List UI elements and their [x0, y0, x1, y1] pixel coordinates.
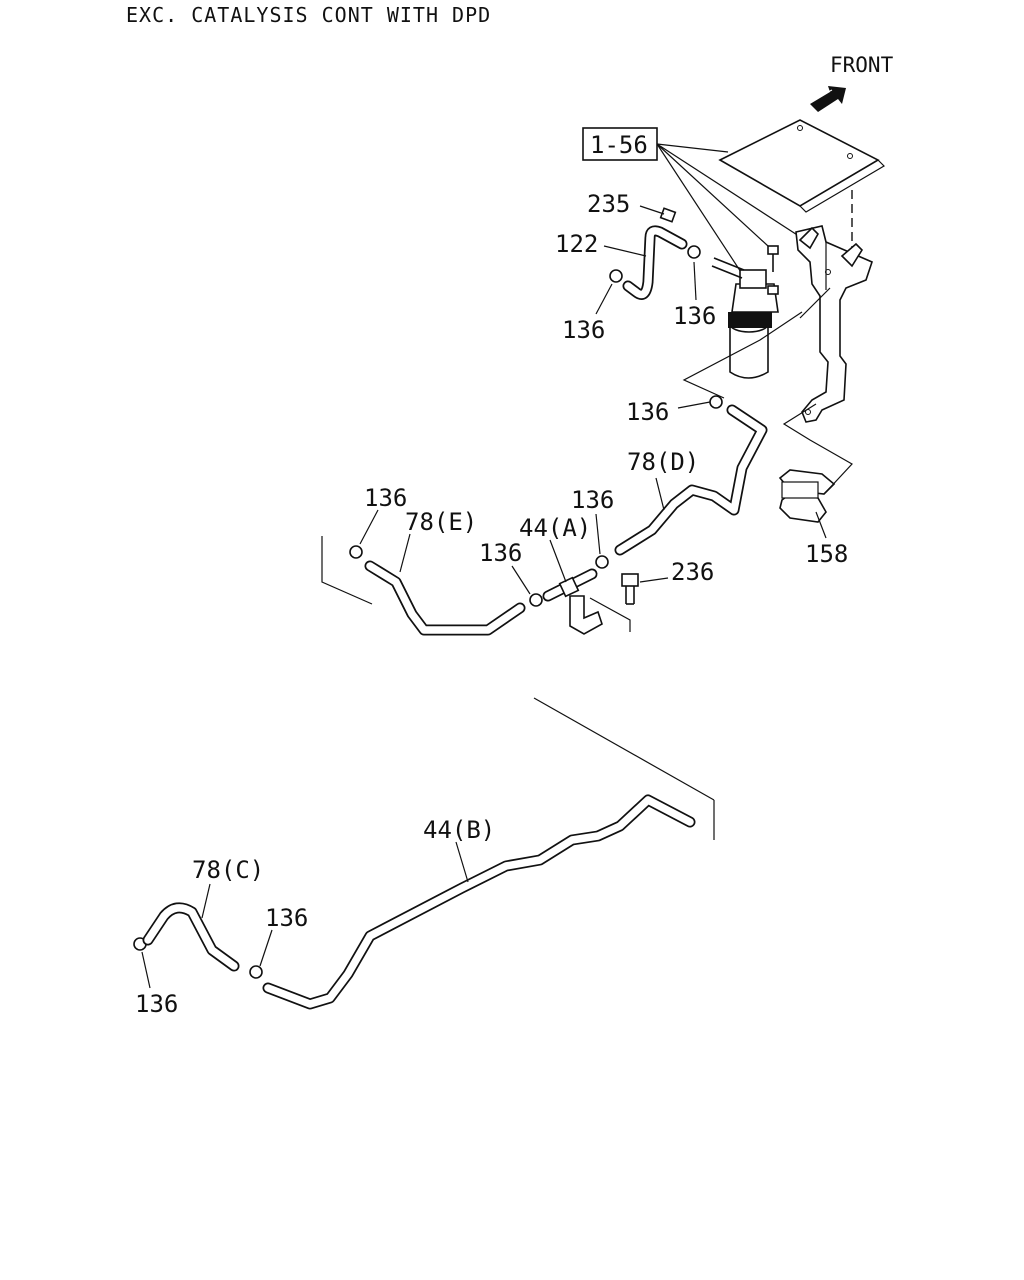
callout-44a[interactable]: 44(A): [519, 514, 591, 542]
valve-guide-line: [682, 311, 803, 399]
pipe-44b: [262, 794, 696, 1010]
callout-78e[interactable]: 78(E): [405, 508, 477, 536]
front-label: FRONT: [830, 53, 894, 77]
callout-44b[interactable]: 44(B): [423, 816, 495, 844]
callout-136[interactable]: 136: [364, 484, 407, 512]
callout-158[interactable]: 158: [805, 540, 848, 568]
clamp-icon: [133, 245, 723, 979]
section-break: [321, 536, 631, 632]
callout-136[interactable]: 136: [265, 904, 308, 932]
hose-122: [622, 225, 688, 300]
bolt-icon: [767, 245, 779, 272]
front-arrow-icon: [810, 86, 846, 112]
mounting-bracket: [795, 225, 873, 423]
callout-78c[interactable]: 78(C): [192, 856, 264, 884]
plug-235: [659, 207, 677, 223]
callout-136[interactable]: 136: [135, 990, 178, 1018]
hose-78e: [364, 560, 526, 636]
pipe-joint-44a: [542, 568, 603, 635]
callout-236[interactable]: 236: [671, 558, 714, 586]
clip-158: [778, 469, 836, 523]
hose-78d: [614, 404, 768, 556]
diagram-title: EXC. CATALYSIS CONT WITH DPD: [126, 3, 491, 27]
callout-136[interactable]: 136: [673, 302, 716, 330]
divider-line: [533, 697, 715, 801]
cover-plate: [718, 119, 885, 213]
callout-136[interactable]: 136: [571, 486, 614, 514]
bolt-236-icon: [621, 573, 639, 605]
callout-136[interactable]: 136: [479, 539, 522, 567]
leader-lines: [141, 205, 827, 989]
callout-136[interactable]: 136: [562, 316, 605, 344]
callout-78d[interactable]: 78(D): [627, 448, 699, 476]
clip-guide-line: [782, 403, 853, 493]
callout-136[interactable]: 136: [626, 398, 669, 426]
callout-235[interactable]: 235: [587, 190, 630, 218]
svg-text:1-56: 1-56: [590, 131, 648, 159]
valve-mount-line: [799, 287, 831, 319]
vacuum-switching-valve: [711, 257, 779, 379]
hose-78c: [142, 902, 240, 972]
ref-box-1-56[interactable]: 1-56: [582, 127, 658, 161]
callout-122[interactable]: 122: [555, 230, 598, 258]
